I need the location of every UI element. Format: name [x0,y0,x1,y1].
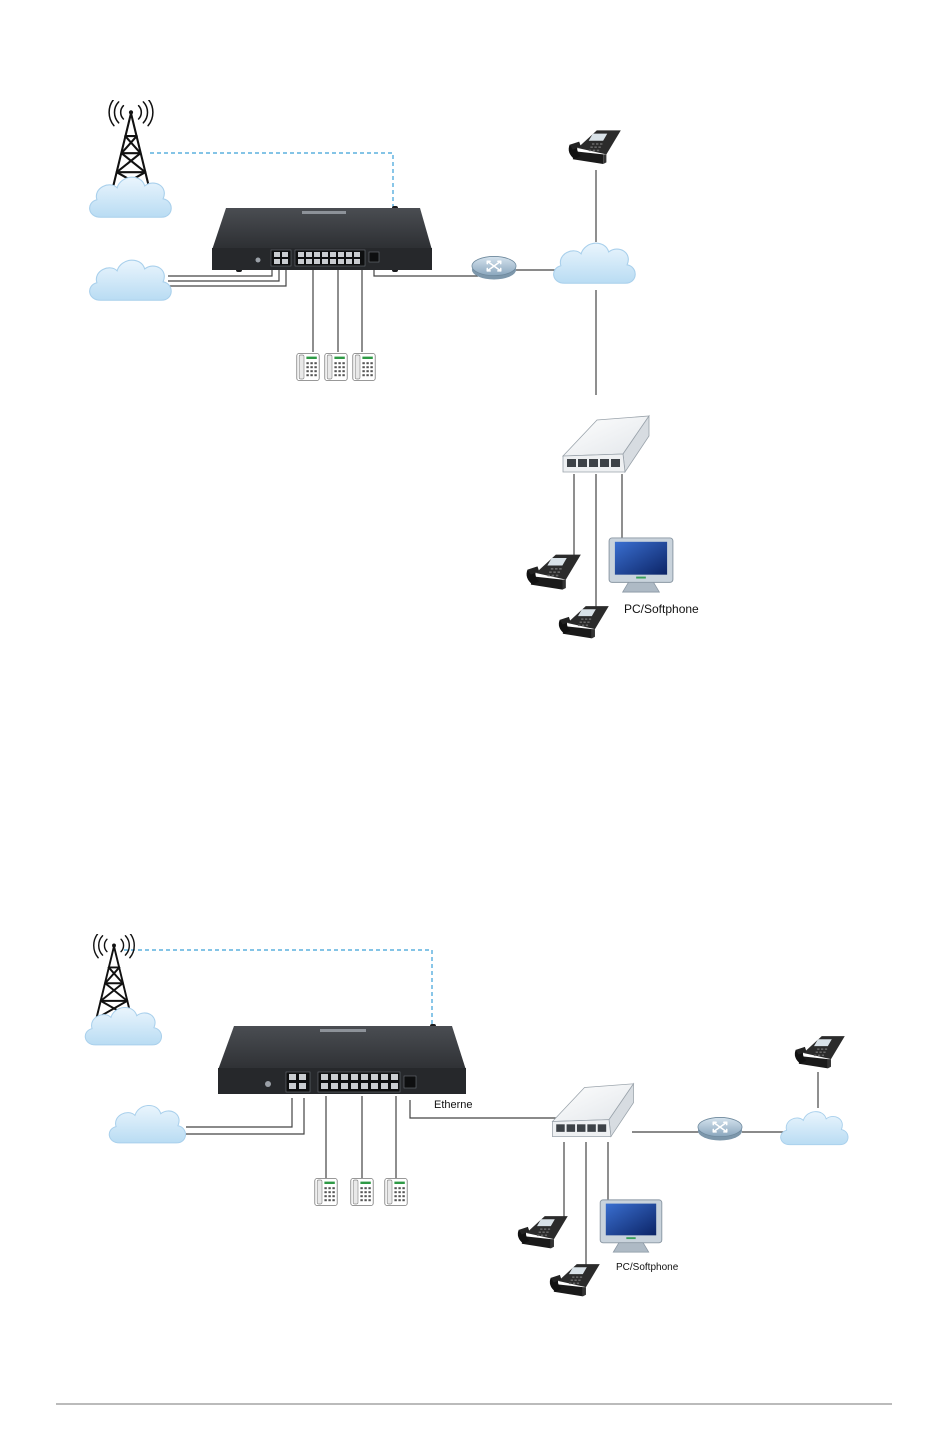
cable [410,1100,556,1118]
network-switch-icon [563,416,649,472]
wireless-link [124,950,432,1028]
cloud-icon [85,1007,161,1044]
ip-phone-icon [559,606,609,638]
gateway-device-icon [212,206,432,272]
diagram-1: PC/Softphone [90,99,699,638]
cloud-icon [109,1105,185,1142]
diagram-2: Etherne PC/Softphone [85,933,848,1296]
cloud-icon [90,260,172,300]
ethernet-label: Etherne [434,1099,473,1111]
pc-monitor-icon [600,1200,662,1252]
wireless-link [150,153,393,210]
router-icon [472,256,516,279]
analog-phone-icon [297,353,319,380]
analog-phone-icon [325,353,347,380]
ip-phone-icon [550,1264,600,1296]
cable [186,1098,304,1134]
cloud-icon [554,243,636,283]
ip-phone-icon [518,1216,568,1248]
router-icon [698,1117,742,1140]
cloud-icon [90,177,172,217]
cable [168,268,286,286]
analog-phone-icon [353,353,375,380]
analog-phone-icon [385,1178,407,1205]
pc-softphone-label: PC/Softphone [624,602,699,616]
cell-tower-icon [94,933,135,1018]
analog-phone-icon [315,1178,337,1205]
pc-softphone-label: PC/Softphone [616,1262,679,1273]
cable [186,1098,292,1127]
gateway-device-icon [218,1024,466,1094]
analog-phone-icon [351,1178,373,1205]
network-switch-icon [552,1084,633,1137]
ip-phone-icon [795,1036,845,1068]
pc-monitor-icon [609,538,673,592]
ip-phone-icon [527,555,581,590]
ip-phone-icon [569,130,621,164]
cloud-icon [781,1112,848,1145]
